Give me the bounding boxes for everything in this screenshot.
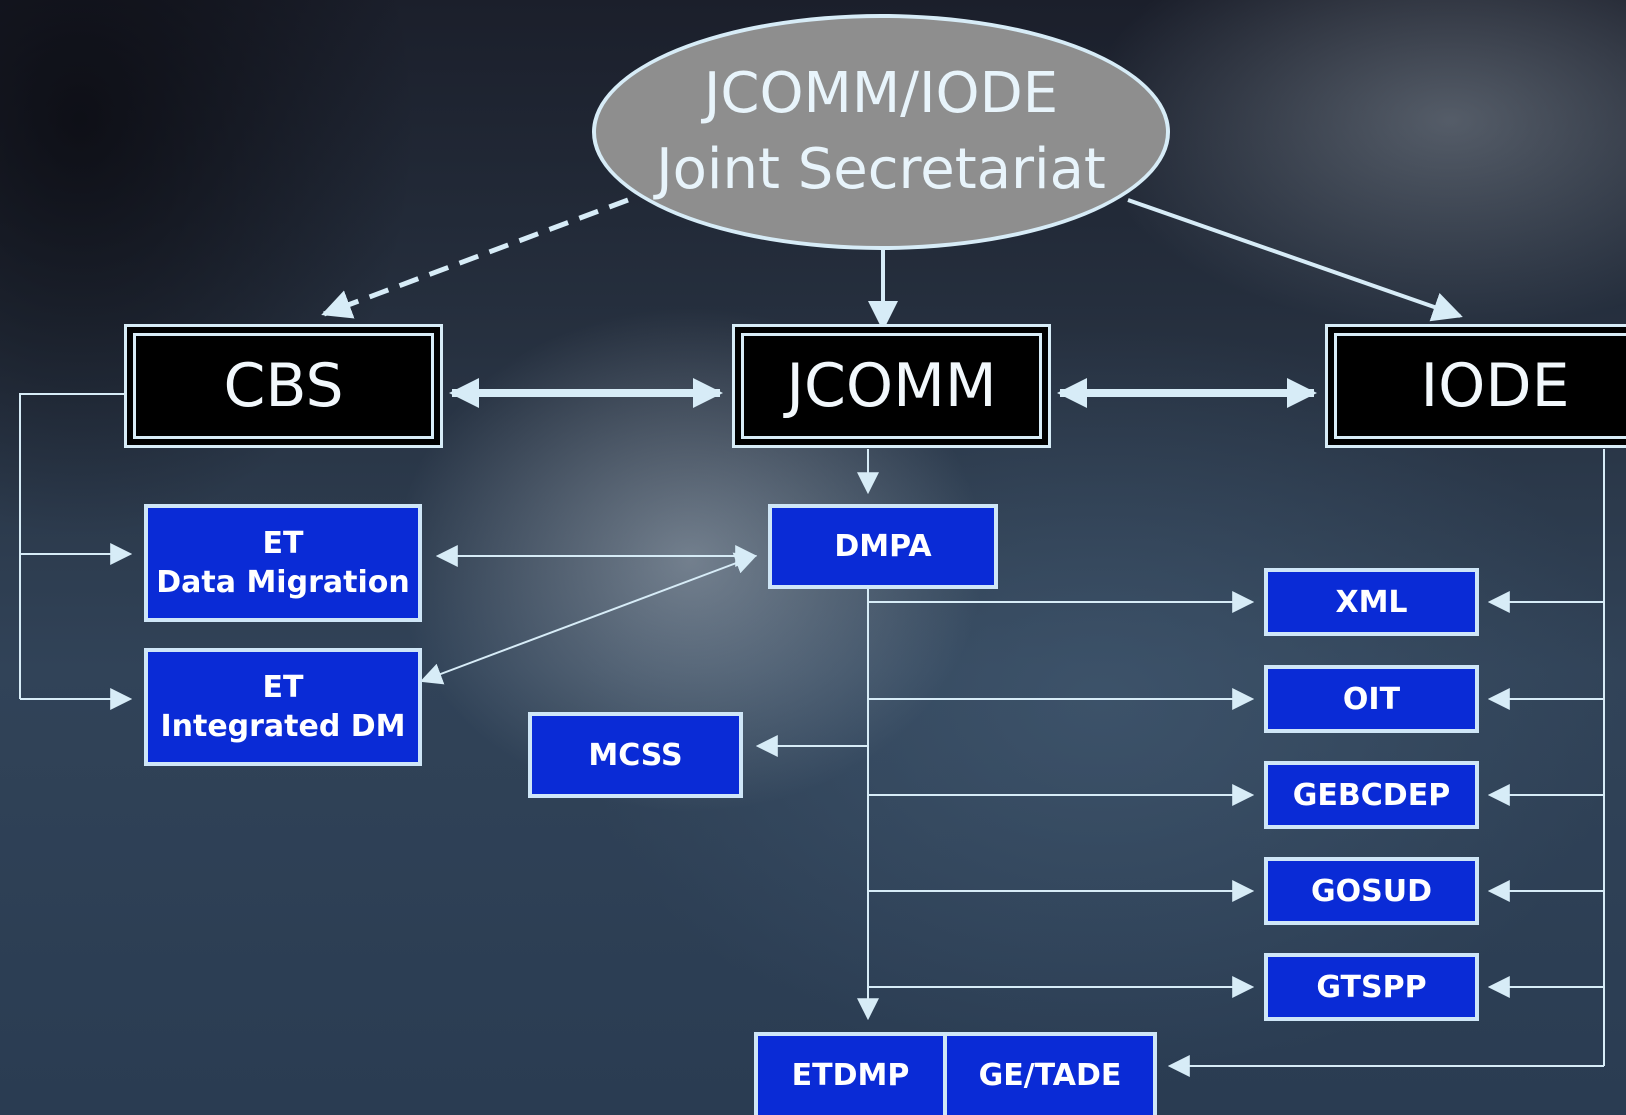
cbs-label: CBS <box>223 351 344 421</box>
et-idm-line2: Integrated DM <box>160 709 406 744</box>
gebcdep-box: GEBCDEP <box>1264 761 1479 829</box>
arrow-secretariat-to-iode <box>1127 198 1463 322</box>
et-data-migration-box: ET Data Migration <box>144 504 422 622</box>
cbs-bracket <box>19 393 128 699</box>
et-dm-line2: Data Migration <box>156 565 410 600</box>
dmpa-label: DMPA <box>834 529 932 564</box>
mcss-box: MCSS <box>528 712 743 798</box>
getade-box: GE/TADE <box>943 1032 1157 1115</box>
gosud-box: GOSUD <box>1264 857 1479 925</box>
oit-label: OIT <box>1342 681 1401 717</box>
gtspp-box: GTSPP <box>1264 953 1479 1021</box>
cbs-box: CBS <box>124 324 443 448</box>
iode-box: IODE <box>1325 324 1626 448</box>
etdmp-box: ETDMP <box>754 1032 947 1115</box>
link-etidm-dmpa <box>419 552 758 685</box>
xml-label: XML <box>1335 584 1408 620</box>
oit-box: OIT <box>1264 665 1479 733</box>
secretariat-ellipse: JCOMM/IODE Joint Secretariat <box>592 14 1170 250</box>
xml-box: XML <box>1264 568 1479 636</box>
et-integrated-dm-box: ET Integrated DM <box>144 648 422 766</box>
getade-label: GE/TADE <box>978 1058 1122 1093</box>
dmpa-box: DMPA <box>768 504 998 589</box>
et-dm-line1: ET <box>262 526 304 561</box>
arrow-secretariat-to-cbs <box>321 197 629 319</box>
mcss-label: MCSS <box>588 737 683 773</box>
et-idm-line1: ET <box>262 670 304 705</box>
iode-label: IODE <box>1420 351 1570 421</box>
secretariat-line2: Joint Secretariat <box>656 137 1106 202</box>
jcomm-label: JCOMM <box>786 351 997 421</box>
secretariat-line1: JCOMM/IODE <box>703 61 1059 126</box>
jcomm-box: JCOMM <box>732 324 1051 448</box>
gtspp-label: GTSPP <box>1316 969 1427 1005</box>
etdmp-label: ETDMP <box>791 1058 910 1093</box>
gebcdep-label: GEBCDEP <box>1292 777 1451 813</box>
gosud-label: GOSUD <box>1311 873 1432 909</box>
